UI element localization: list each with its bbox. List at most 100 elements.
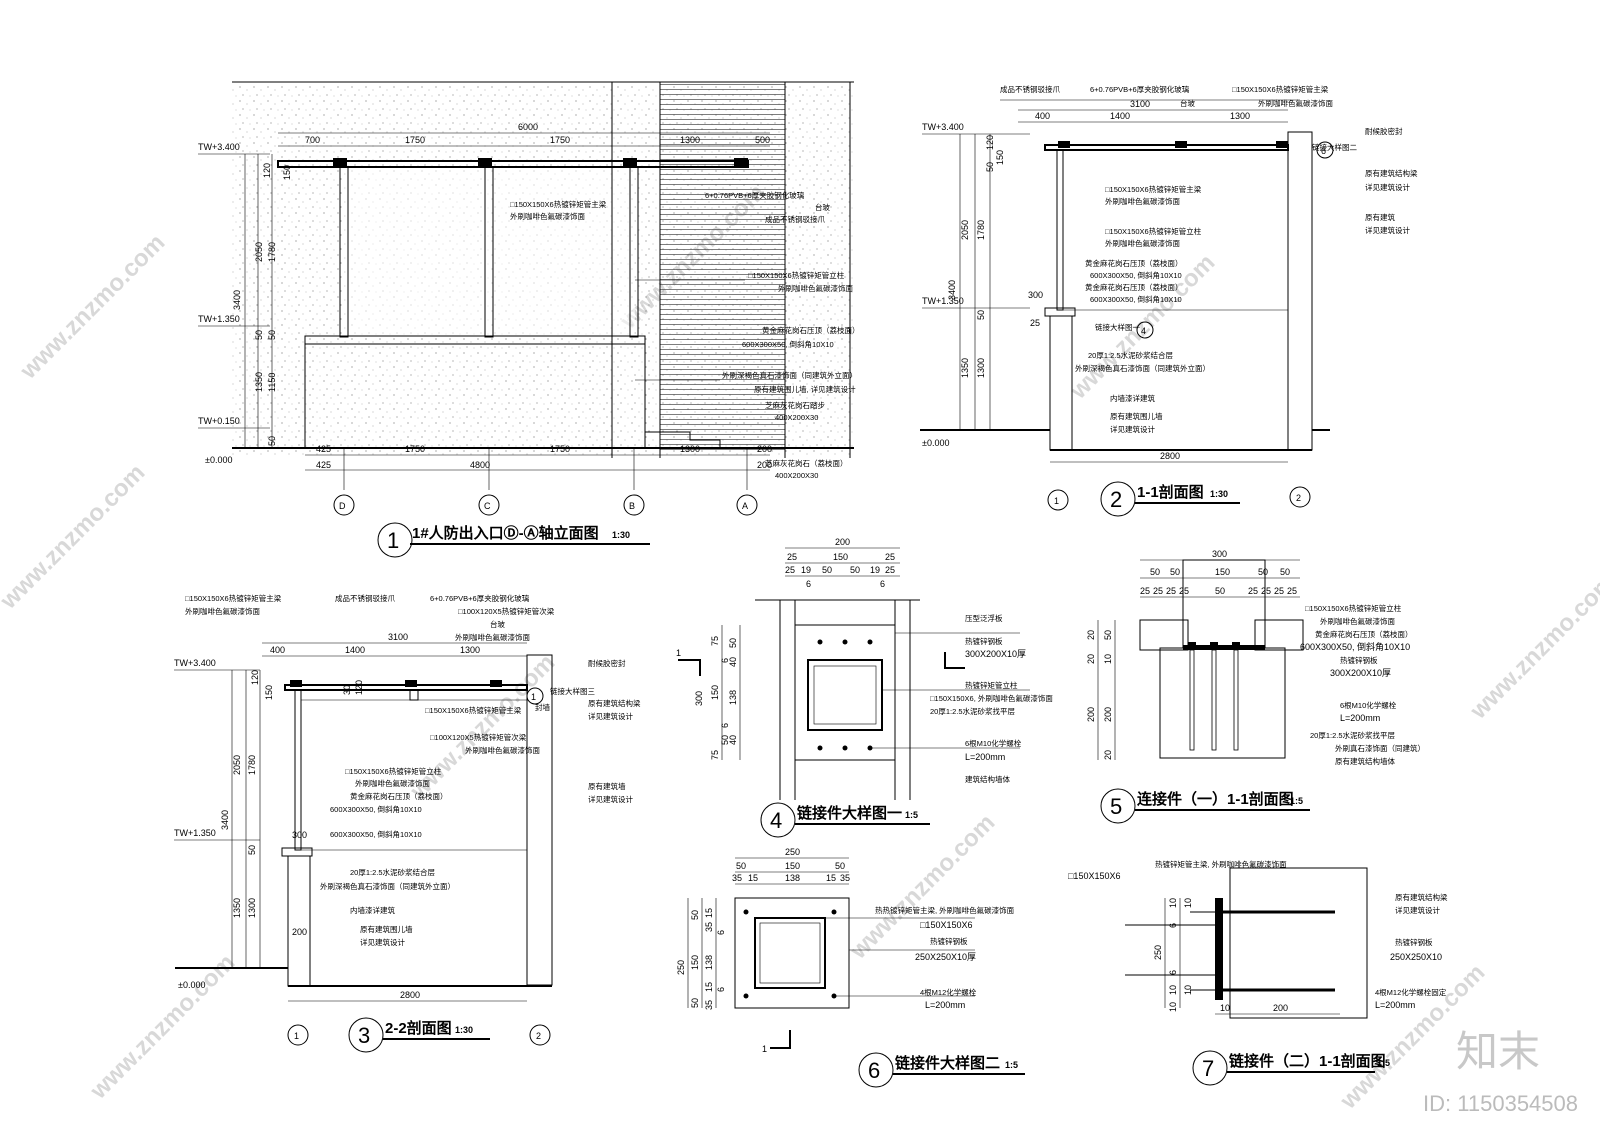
d4-dim: 25	[787, 552, 797, 562]
d6-v: 250	[676, 960, 686, 975]
d5-notes: □150X150X6热镀锌矩管立柱 外刷咖啡色氟碳漆饰面 黄金麻花岗石压顶（荔枝…	[1300, 603, 1425, 766]
d1-note: □150X150X6热镀锌矩管主梁	[510, 199, 607, 209]
d3-v: 3400	[220, 810, 230, 830]
d2-level: TW+1.350	[922, 296, 964, 306]
d5-dim: 50	[1170, 567, 1180, 577]
d1-level-top: TW+3.400	[198, 142, 240, 152]
d1-stair	[660, 82, 785, 452]
d1-db: 425	[316, 460, 331, 470]
d3-tag: 封墙	[535, 702, 550, 712]
d4-v: 6	[720, 723, 730, 728]
d5-note: 300X200X10厚	[1330, 668, 1391, 678]
d5-note: 热镀锌钢板	[1340, 655, 1378, 665]
d3-v: 150	[264, 685, 274, 700]
d3-note: 外刷咖啡色氟碳漆饰面	[185, 606, 260, 616]
d2-note: 20厚1:2.5水泥砂浆结合层	[1088, 350, 1174, 360]
d4-bolts	[817, 639, 873, 751]
d3-note: 600X300X50, 倒斜角10X10	[330, 804, 422, 814]
d2-top-dims: 3100 400 1400 1300	[1018, 99, 1288, 123]
d7-note: □150X150X6	[1068, 871, 1120, 881]
d1-dim-top: 700	[305, 135, 320, 145]
d3-v: 1350	[232, 898, 242, 918]
d2-v: 1780	[976, 220, 986, 240]
d6-note: 热镀锌钢板	[930, 936, 968, 946]
watermark-1: www.znzmo.com	[14, 229, 170, 385]
d6-dim: 50	[736, 861, 746, 871]
d2-level: ±0.000	[922, 438, 949, 448]
d4-v: 150	[710, 685, 720, 700]
d3-dim: 1400	[345, 645, 365, 655]
d2-note: 详见建筑设计	[1110, 424, 1155, 434]
d1-v: 50	[254, 330, 264, 340]
d5-dim: 25	[1261, 586, 1271, 596]
d3-v: 1780	[247, 755, 257, 775]
d5-v: 20	[1086, 630, 1096, 640]
d2-notes: 成品不锈钢驳接爪 6+0.76PVB+6厚夹胶钢化玻璃 台玻 □150X150X…	[1000, 84, 1418, 434]
d1-axis-a: A	[742, 501, 748, 511]
d1-top-dims: 6000 700 1750 1750 1300 500	[278, 122, 770, 147]
d1-axes: D C B A	[333, 448, 758, 516]
d2-v: 1300	[976, 358, 986, 378]
d1-column-c	[484, 166, 494, 338]
d5-note: 黄金麻花岗石压顶（荔枝面）	[1315, 629, 1413, 639]
d3-note: 链接大样图三	[550, 686, 595, 696]
d6-v: 50	[690, 998, 700, 1008]
d2-note: □150X150X6热镀锌矩管立柱	[1105, 226, 1202, 236]
d4-dim: 25	[785, 565, 795, 575]
d5-note: 原有建筑结构墙体	[1335, 756, 1395, 766]
d3-top-dims: 3100 400 1400 1300	[262, 632, 527, 657]
d2-note: 成品不锈钢驳接爪	[1000, 84, 1060, 94]
d6-note: 250X250X10厚	[915, 952, 976, 962]
d3-axis: 1	[294, 1031, 299, 1041]
d2-axis: 2	[1296, 493, 1301, 503]
d5-note: 外刷真石漆饰面（同建筑）	[1335, 743, 1425, 753]
d1-v: 120	[262, 163, 272, 178]
d2-existing-wall	[1287, 131, 1313, 451]
d7-note: 原有建筑结构梁	[1395, 892, 1448, 902]
d6-v: 50	[690, 910, 700, 920]
d5-title-block: 5 连接件（一）1-1剖面图 1:5	[1100, 788, 1310, 824]
drawing-7-section: 250 10 10 6 6 10 10 10 10 200 热镀锌矩管主梁, 外…	[1068, 859, 1448, 1086]
d4-dim: 6	[806, 579, 811, 589]
d3-dim: 400	[270, 645, 285, 655]
d4-dim: 50	[850, 565, 860, 575]
d2-v: 3400	[947, 280, 957, 300]
d2-title-number: 2	[1110, 487, 1122, 512]
d1-scale: 1:30	[612, 530, 630, 540]
d1-level-zero: ±0.000	[205, 455, 232, 465]
d4-dim: 50	[822, 565, 832, 575]
d3-note: 耐候胶密封	[588, 658, 626, 668]
d4-note: 6根M10化学螺栓	[965, 738, 1022, 748]
d2-dim: 1300	[1230, 111, 1250, 121]
d4-steel-plate	[794, 624, 896, 761]
d2-note: 黄金麻花岗石压顶（荔枝面）	[1085, 258, 1183, 268]
d3-note: 黄金麻花岗石压顶（荔枝面）	[350, 791, 448, 801]
d3-note: 外刷咖啡色氟碳漆饰面	[355, 778, 430, 788]
d3-notes: □150X150X6热镀锌矩管主梁 外刷咖啡色氟碳漆饰面 成品不锈钢驳接爪 6+…	[185, 593, 641, 947]
d6-title-number: 6	[868, 1058, 880, 1083]
d1-note: 400X200X30	[775, 471, 818, 480]
d4-title: 链接件大样图一	[797, 804, 902, 822]
d3-scale: 1:30	[455, 1025, 473, 1035]
d3-note: 台玻	[490, 619, 505, 629]
d6-scale: 1:5	[1005, 1060, 1018, 1070]
d6-note: 4根M12化学螺栓	[920, 987, 977, 997]
d5-v: 20	[1103, 750, 1113, 760]
d2-note: 原有建筑	[1365, 212, 1395, 222]
d2-dim: 400	[1035, 111, 1050, 121]
d3-note: □150X150X6热镀锌矩管主梁	[185, 593, 282, 603]
d2-note: 台玻	[1180, 98, 1196, 108]
d2-note: 600X300X50, 倒斜角10X10	[1090, 270, 1182, 280]
d4-dim: 6	[880, 579, 885, 589]
d5-note: L=200mm	[1340, 713, 1380, 723]
d2-note: 黄金麻花岗石压顶（荔枝面）	[1085, 282, 1183, 292]
d6-dim: 35	[732, 873, 742, 883]
brand-logo: 知末	[1455, 1027, 1540, 1076]
d6-dim: 15	[748, 873, 758, 883]
d3-v: 300	[292, 830, 307, 840]
d2-note: 链接大样图二	[1312, 142, 1357, 152]
d5-dim: 25	[1153, 586, 1163, 596]
d1-db: 200	[757, 444, 772, 454]
d7-dim: 200	[1273, 1003, 1288, 1013]
d1-dim-top: 500	[755, 135, 770, 145]
